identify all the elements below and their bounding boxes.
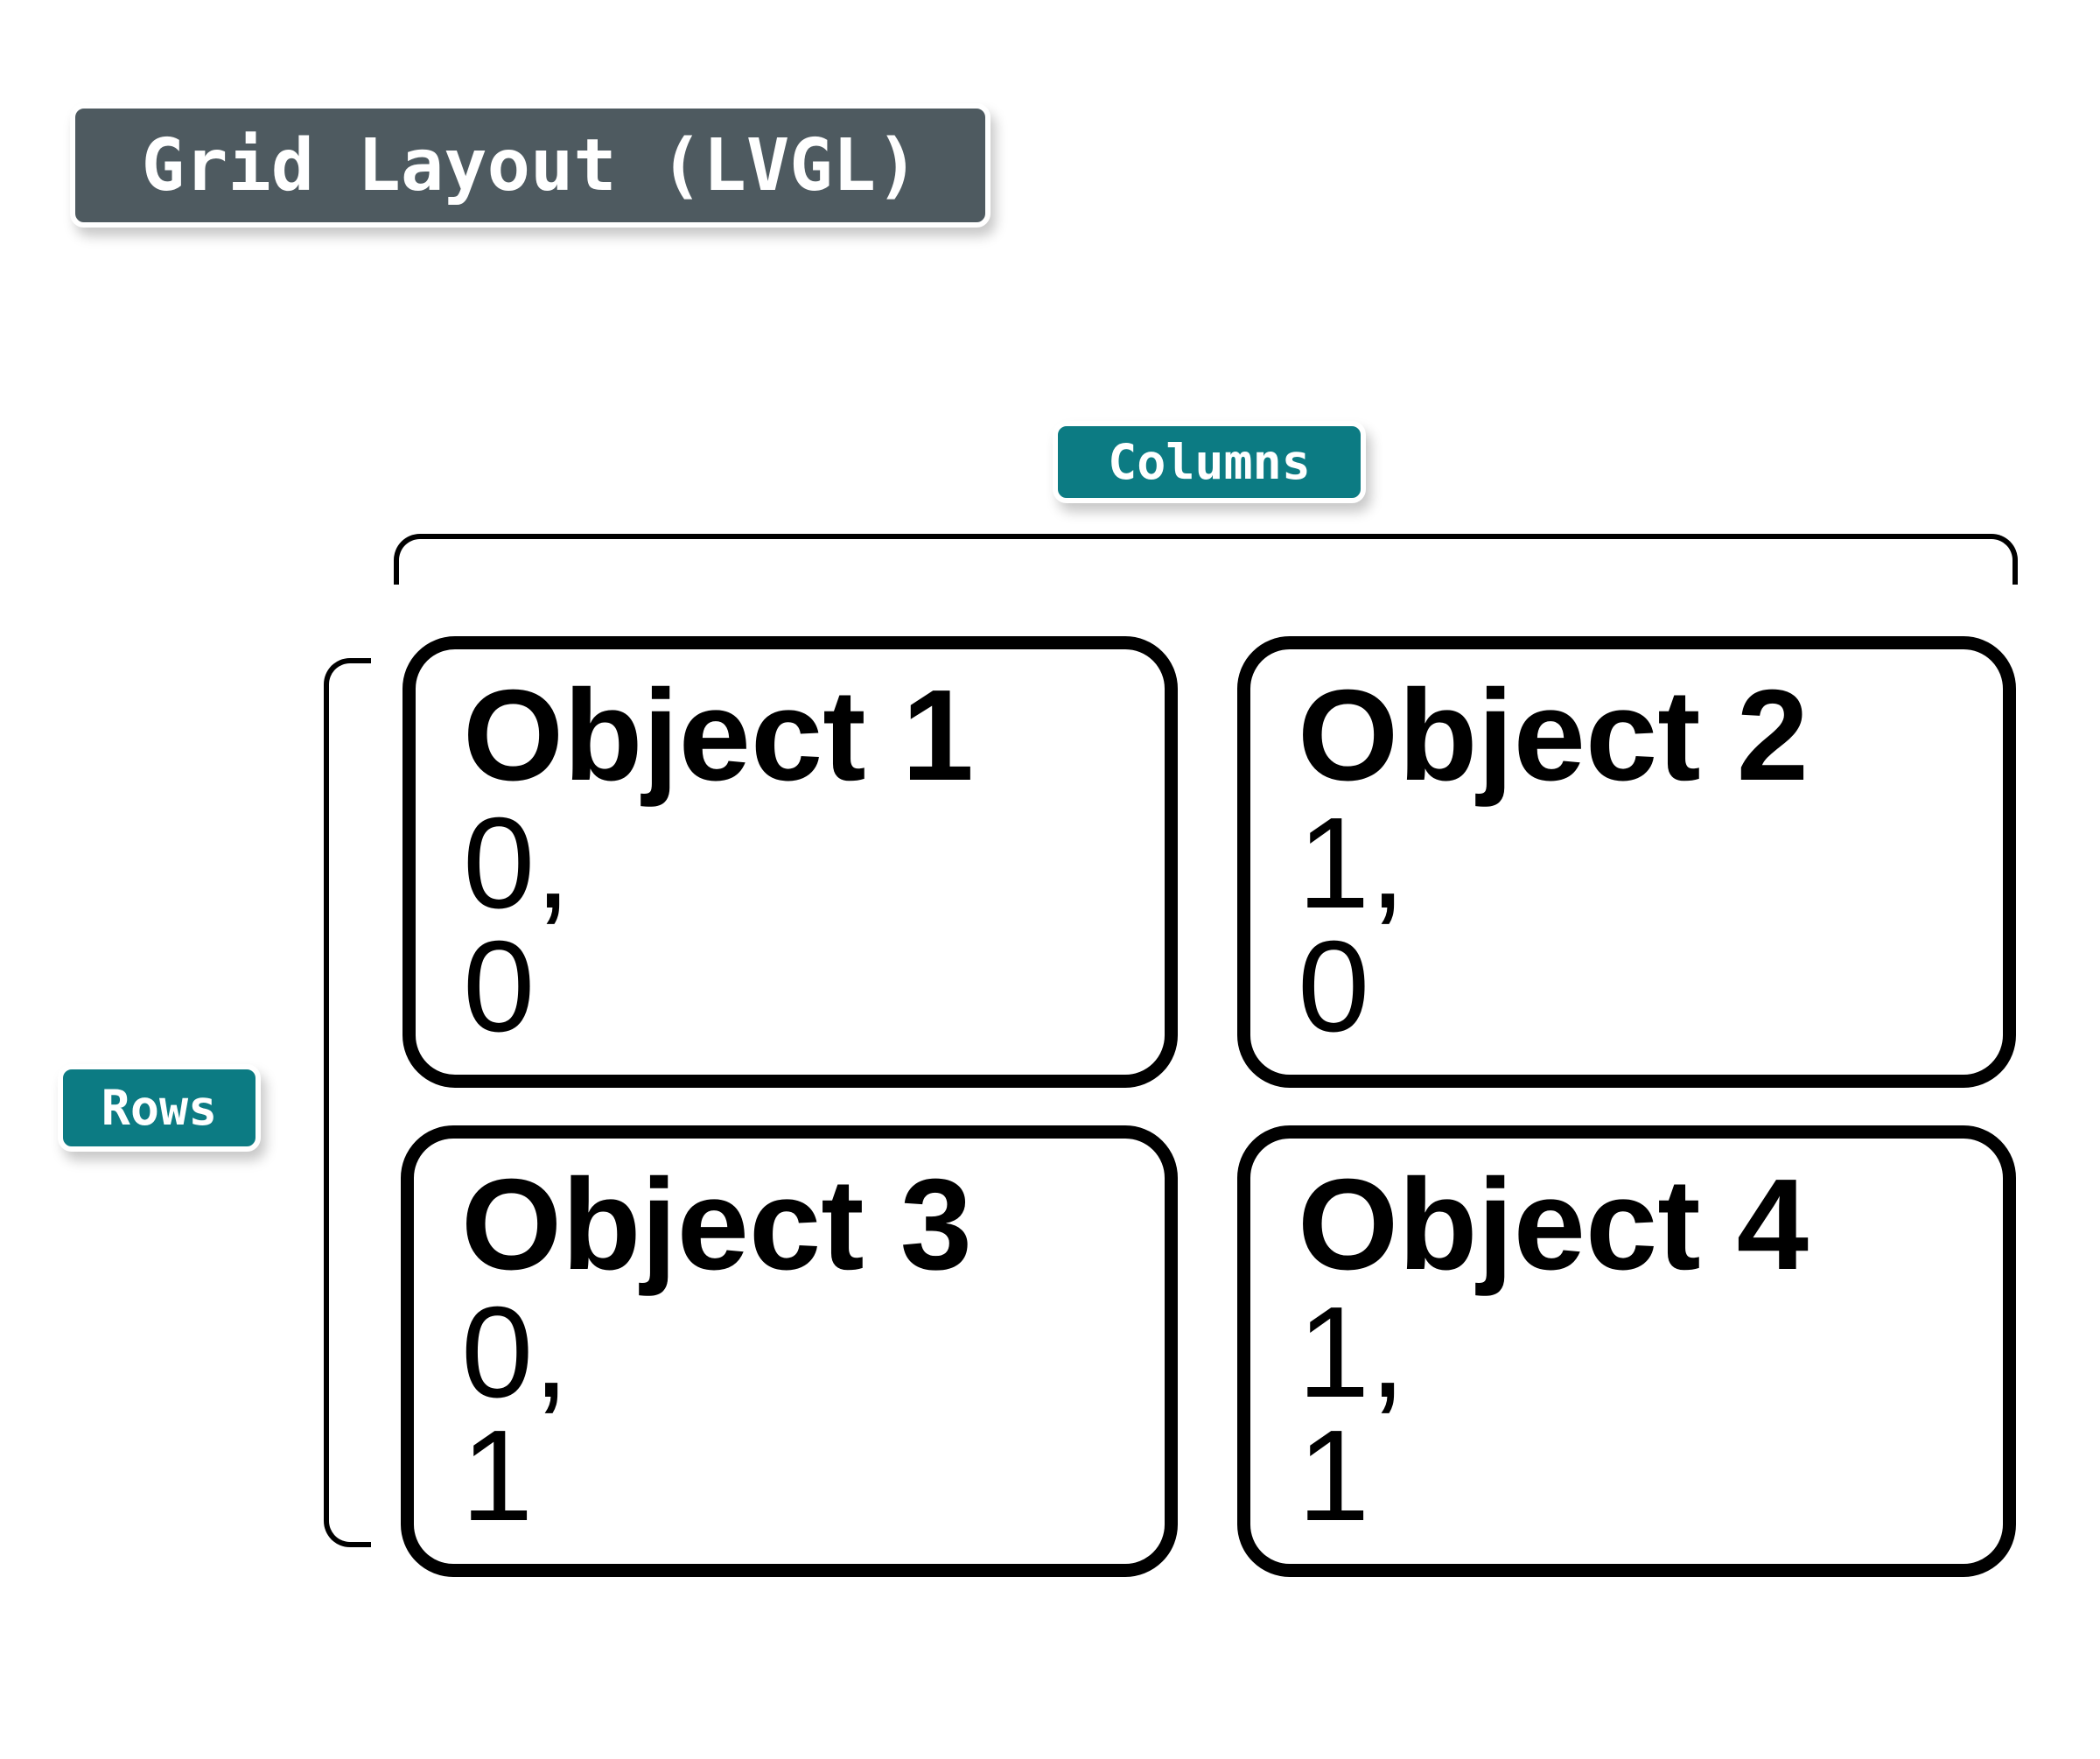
grid-object-2: Object 2 1, 0 (1237, 636, 2016, 1088)
grid-object-4: Object 4 1, 1 (1237, 1125, 2016, 1577)
object-2-col-index: 1, (1298, 790, 1406, 936)
object-1-col-index: 0, (463, 790, 571, 936)
object-1-name: Object 1 (463, 663, 974, 808)
columns-label-badge: Columns (1053, 421, 1366, 503)
object-4-row-index: 1 (1298, 1403, 1370, 1548)
object-2-row-index: 0 (1298, 914, 1370, 1059)
grid-object-3: Object 3 0, 1 (401, 1125, 1178, 1577)
object-4-col-index: 1, (1298, 1279, 1406, 1425)
columns-bracket (394, 534, 2018, 585)
object-2-name: Object 2 (1298, 663, 1809, 808)
object-4-name: Object 4 (1298, 1153, 1809, 1297)
object-3-col-index: 0, (461, 1279, 570, 1425)
rows-label-badge: Rows (58, 1064, 261, 1152)
object-1-row-index: 0 (463, 914, 536, 1059)
grid-object-1: Object 1 0, 0 (402, 636, 1178, 1088)
object-3-row-index: 1 (461, 1403, 534, 1548)
object-3-name: Object 3 (461, 1153, 972, 1297)
rows-bracket (324, 658, 371, 1547)
diagram-title-badge: Grid Layout (LVGL) (70, 103, 990, 228)
